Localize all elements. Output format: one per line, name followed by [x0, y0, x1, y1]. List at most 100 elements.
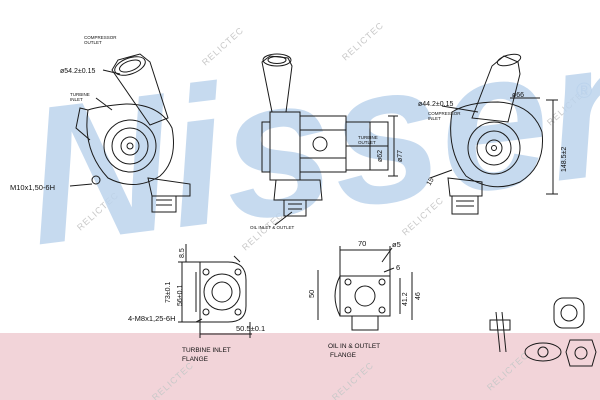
nissens-logo: Nissens ® [15, 0, 600, 286]
outlet-pipe-mouth [114, 56, 146, 76]
wheel-hub [485, 139, 503, 157]
thread-hole [91, 175, 101, 185]
oil-flange-caption-line1: OIL IN & OUTLET [328, 343, 380, 350]
oil-port [354, 285, 376, 307]
compressor-wheel-nut [126, 142, 134, 150]
outlet-pipe-inner [119, 59, 141, 73]
oil-pipe-bolt [495, 311, 501, 353]
compressor-inlet-dimension: ø44.2±0.15 [418, 101, 453, 108]
flange-outline [199, 261, 247, 323]
inlet-pipe-mouth [496, 53, 522, 67]
thread-spec-label: M10x1,50-6H [10, 183, 55, 192]
flange-bolt-hole [234, 308, 242, 316]
gasket-oval [524, 342, 562, 362]
oil-dim-41: 41.2 [402, 292, 409, 306]
flange-port [203, 273, 241, 311]
flange-width-dim: 50.5±0.1 [236, 324, 265, 333]
flange-dim-73: 73±0.1 [165, 282, 172, 303]
compressor-inlet-label-line1: COMPRESSOR [428, 111, 461, 116]
compressor-outlet-label-line2: OUTLET [84, 40, 102, 45]
footer-band [0, 333, 600, 400]
dimension-77: ø77 [397, 150, 404, 162]
thread-leader [69, 183, 93, 187]
oil-flange-caption-line2: FLANGE [330, 352, 357, 359]
left-view [69, 53, 191, 213]
oil-dim-6: 6 [396, 263, 400, 272]
bolt-head [489, 319, 511, 331]
turbine-inlet-label-line2: INLET [70, 97, 83, 102]
gasket-oval-hole [537, 346, 549, 358]
oil-flange-drawing [317, 246, 413, 331]
diameter-66: ø66 [512, 92, 524, 99]
outlet-dim-leader [102, 69, 121, 75]
registered-mark: ® [576, 78, 592, 103]
flange-dim-top: 8.5 [179, 248, 186, 258]
flange-thread-spec: 4-M8x1,25-6H [128, 314, 176, 323]
gasket-square-hole [560, 304, 578, 322]
pipe-mouth-inner [267, 56, 287, 64]
compressor-outlet-label-line1: COMPRESSOR [84, 35, 117, 40]
turbine-flange-caption-line1: TURBINE INLET [182, 347, 231, 354]
gasket-two-bolt [565, 339, 597, 367]
compressor-wheel-mid [111, 127, 149, 165]
bolt-leader [233, 255, 241, 263]
flange-dim-56: 56±0.1 [177, 285, 184, 306]
oil-bolt-hole [378, 306, 386, 314]
oil-inlet-outlet-label: OIL INLET & OUTLET [250, 225, 295, 230]
logo-text: Nissens [15, 0, 600, 286]
flange-bolt-hole [234, 268, 242, 276]
turbine-inlet-label-line1: TURBINE [70, 92, 90, 97]
turbine-outlet-label-line2: OUTLET [358, 140, 376, 145]
actuator-body [451, 195, 479, 215]
base-block [273, 179, 323, 201]
small-dim-leader [429, 169, 453, 179]
dim-6-leader [383, 267, 395, 273]
compressor-wheel-outer [103, 119, 157, 173]
turbine-housing [86, 103, 174, 185]
flange-bolt-hole [202, 268, 210, 276]
right-view [429, 53, 558, 215]
outlet-pipe-shape [111, 53, 169, 126]
wheel-outer [467, 121, 521, 175]
oil-height-dim: 50 [307, 290, 316, 298]
turbine-flange-caption-line2: FLANGE [182, 356, 209, 363]
flange-port-inner [211, 281, 233, 303]
shaft-circle [312, 136, 328, 152]
wheel-nut [491, 145, 497, 151]
oil-bolt-hole [344, 306, 352, 314]
gasket-two-bolt-hole [574, 346, 588, 360]
inlet-diameter-leader [441, 105, 479, 113]
inlet-label-leader [95, 97, 113, 111]
oil-width-dim: 70 [358, 239, 366, 248]
small-dimension-15: 15 [426, 177, 436, 187]
dimension-62: ø62 [377, 150, 384, 162]
gasket-square [553, 297, 585, 329]
pipe-mouth [262, 53, 292, 67]
actuator-can [283, 199, 307, 217]
oil-flange-curve [334, 275, 341, 317]
oil-label-leader [274, 211, 293, 226]
oil-pipe-bolt [501, 311, 507, 353]
compressor-flange [261, 121, 271, 173]
oil-flange-body [339, 275, 391, 317]
flange-bolt-hole [202, 308, 210, 316]
hole-leader [381, 247, 393, 263]
actuator-bracket [147, 177, 191, 197]
compressor-housing [450, 101, 544, 188]
oil-flange-lower [351, 315, 379, 331]
actuator-bracket [447, 177, 483, 197]
oil-bolt-hole [344, 278, 352, 286]
overall-height: 148.5±2 [561, 147, 568, 172]
middle-view [261, 53, 398, 226]
thread-leader [195, 318, 203, 323]
oil-bolt-hole [378, 278, 386, 286]
compressor-wheel-hub [120, 136, 140, 156]
compressor-outlet-dimension: ø54.2±0.15 [60, 68, 95, 75]
actuator-body [151, 195, 177, 213]
compressor-inlet-label-line2: INLET [428, 116, 441, 121]
accessory-parts [489, 297, 597, 367]
volute-edge [75, 107, 91, 141]
turbine-inlet-flange-drawing [178, 244, 252, 338]
